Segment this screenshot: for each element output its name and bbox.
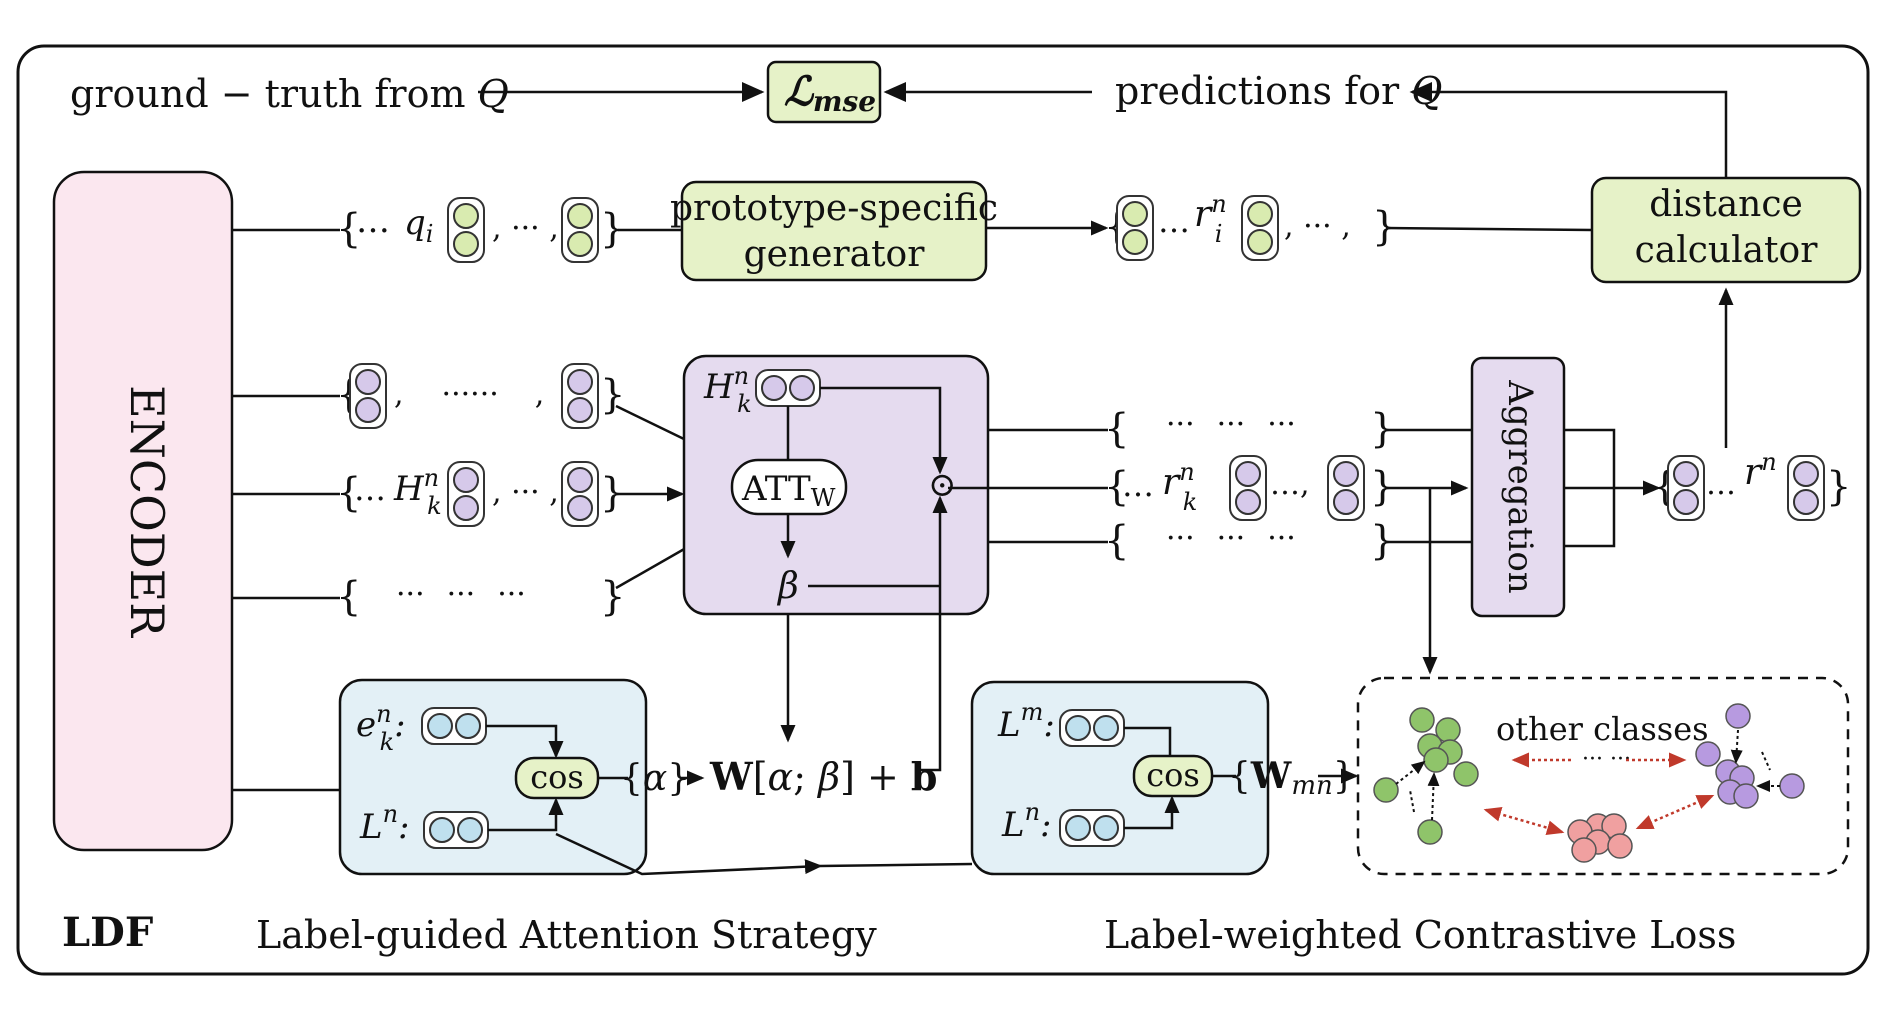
arrow-formula-to-odot bbox=[920, 495, 948, 772]
ground-truth-text: ground − truth from Q bbox=[70, 72, 509, 116]
out3-bracket-open: { bbox=[1104, 518, 1129, 564]
h2-ellipsis: … bbox=[354, 470, 386, 508]
red-cluster bbox=[1567, 813, 1633, 863]
r-i-ellipsis: … bbox=[1158, 202, 1190, 240]
red-arrow-green-red bbox=[1483, 806, 1565, 836]
ldf-title: LDF bbox=[62, 909, 153, 956]
out1-bracket-open: { bbox=[1104, 406, 1129, 452]
q-vector-1 bbox=[447, 197, 485, 263]
out2-ellipsis: … bbox=[1122, 466, 1154, 504]
out3-dots: ········· bbox=[1166, 521, 1296, 556]
beta-label: β bbox=[776, 566, 799, 607]
r-k-dots: …, bbox=[1270, 467, 1310, 502]
alpha-group: {α} bbox=[620, 758, 690, 799]
e-k-vector bbox=[421, 707, 487, 745]
h2-bracket-open: { bbox=[336, 470, 361, 516]
h2-vector-2 bbox=[561, 461, 599, 527]
distance-calculator-box bbox=[1590, 176, 1862, 284]
h3-dots: ········· bbox=[396, 577, 526, 612]
line-h3-to-att bbox=[615, 546, 687, 590]
line-L-to-contrastive-2 bbox=[819, 862, 973, 868]
loss-mse-label: ℒmse bbox=[784, 68, 876, 118]
L-m-vector bbox=[1059, 709, 1125, 747]
q-vector-2 bbox=[561, 197, 599, 263]
formula: W[α; β] + b bbox=[709, 754, 937, 799]
purple-cluster bbox=[1695, 703, 1805, 809]
h1-bracket-close: } bbox=[600, 372, 625, 418]
L-n-vector-1 bbox=[423, 811, 489, 849]
right-caption: Label-weighted Contrastive Loss bbox=[1104, 913, 1736, 957]
rn-vector-1 bbox=[1667, 455, 1705, 521]
line-L-to-contrastive bbox=[555, 832, 823, 876]
arrow-distance-to-pred bbox=[1409, 82, 1728, 178]
red-arrow-red-purple bbox=[1635, 794, 1715, 830]
green-cluster bbox=[1373, 707, 1479, 845]
cos-label-2: cos bbox=[1146, 756, 1200, 794]
prototype-line1: prototype-specific bbox=[670, 188, 998, 229]
other-classes-label: other classes bbox=[1496, 710, 1709, 748]
arrow-H-to-odot bbox=[820, 386, 948, 475]
h2-vector-1 bbox=[447, 461, 485, 527]
r-k-vector-1 bbox=[1229, 455, 1267, 521]
rn-bracket-close: } bbox=[1826, 464, 1851, 510]
loss-mse-box bbox=[766, 60, 882, 124]
encoder-label: ENCODER bbox=[120, 385, 174, 638]
r-k-vector-2 bbox=[1327, 455, 1365, 521]
h3-bracket-close: } bbox=[600, 574, 625, 620]
clusters-box bbox=[1356, 676, 1850, 876]
h2-dots: , ··· , bbox=[492, 475, 559, 510]
r-i-dots: , ··· , bbox=[1284, 209, 1351, 244]
q-ellipsis: … bbox=[356, 201, 390, 241]
distance-line2: calculator bbox=[1635, 230, 1819, 271]
h3-bracket-open: { bbox=[336, 574, 361, 620]
arrow-L-to-cos bbox=[488, 797, 564, 832]
line-Lm-to-cos bbox=[1124, 726, 1172, 758]
cos-label-1: cos bbox=[530, 758, 584, 796]
distance-line1: distance bbox=[1649, 184, 1803, 225]
other-dots: ··· ··· bbox=[1582, 747, 1631, 772]
rn-vector-2 bbox=[1787, 455, 1825, 521]
left-caption: Label-guided Attention Strategy bbox=[256, 913, 877, 957]
h1-vector-1 bbox=[349, 363, 387, 429]
L-m-label: Lm: bbox=[997, 698, 1055, 745]
att-H-vector bbox=[755, 369, 821, 407]
wmn-group: {Wmn} bbox=[1228, 755, 1356, 801]
rn-label: rn bbox=[1744, 448, 1777, 493]
h1-vector-2 bbox=[561, 363, 599, 429]
encoder-box bbox=[52, 170, 234, 852]
line-r-to-distance bbox=[1385, 226, 1593, 232]
line-h1-to-att bbox=[615, 404, 687, 442]
prototype-line2: generator bbox=[744, 234, 926, 275]
label-guided-box bbox=[338, 678, 648, 876]
q-mid-dots: , ··· , bbox=[492, 211, 559, 246]
out2-bracket-open: { bbox=[1104, 464, 1129, 510]
label-weighted-box bbox=[970, 680, 1270, 876]
L-n-label-1: Ln: bbox=[359, 800, 410, 847]
prototype-generator-box bbox=[680, 180, 988, 282]
att-w-label: ATTW bbox=[741, 469, 836, 512]
predictions-text: predictions for Q bbox=[1115, 69, 1442, 113]
arrow-e-to-cos bbox=[486, 724, 564, 759]
r-i-vector-1 bbox=[1116, 195, 1154, 261]
arrow-Ln-to-cos bbox=[1124, 795, 1180, 830]
r-i-vector-2 bbox=[1241, 195, 1279, 261]
odot-symbol: ⊙ bbox=[928, 465, 957, 505]
L-n-vector-2 bbox=[1059, 809, 1125, 847]
aggregation-label: Aggregation bbox=[1500, 379, 1540, 593]
q-label: qi bbox=[404, 203, 433, 248]
L-n-label-2: Ln: bbox=[1001, 798, 1052, 845]
out1-dots: ········· bbox=[1166, 407, 1296, 442]
rn-ellipsis: … bbox=[1706, 467, 1736, 502]
q-bracket-open: { bbox=[336, 206, 361, 252]
